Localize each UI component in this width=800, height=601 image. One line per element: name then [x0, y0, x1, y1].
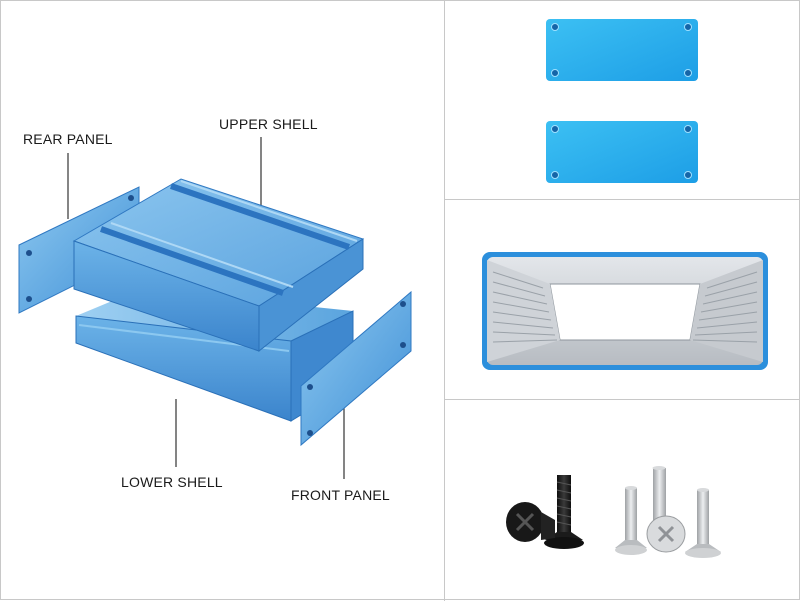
upper-shell-label: UPPER SHELL — [219, 116, 318, 132]
end-panel-bottom — [546, 121, 698, 183]
black-screw-upright — [544, 475, 584, 549]
front-panel-label: FRONT PANEL — [291, 487, 390, 503]
grid-divider-2 — [444, 399, 800, 400]
exploded-enclosure-illustration — [18, 137, 412, 479]
end-panel-top — [546, 19, 698, 81]
screws-illustration — [506, 466, 721, 558]
steel-screw-1 — [615, 486, 647, 555]
rear-panel-label: REAR PANEL — [23, 131, 113, 147]
profile-cross-section — [482, 252, 768, 370]
grid-divider-1 — [444, 199, 800, 200]
grid-divider-vertical — [444, 1, 445, 601]
end-panels-illustration — [546, 19, 698, 183]
steel-screw-3 — [646, 515, 686, 553]
lower-shell-label: LOWER SHELL — [121, 474, 223, 490]
steel-screw-4 — [685, 488, 721, 558]
black-screw-lying — [506, 502, 555, 542]
front-panel — [300, 290, 412, 447]
steel-screw-2 — [652, 466, 666, 526]
upper-shell — [72, 178, 365, 353]
